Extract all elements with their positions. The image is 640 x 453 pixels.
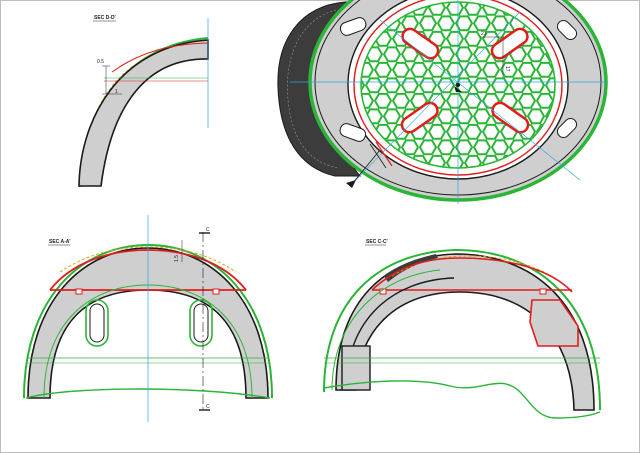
section-c-red-block: [529, 299, 579, 347]
section-a-cut-mark-bottom: C: [206, 404, 210, 410]
vent-slot-top-right: [490, 27, 529, 60]
section-c-tab-right: [539, 288, 547, 295]
section-d-view: SEC D-D' 0.5 1: [78, 15, 209, 188]
section-a-vent-right-inner: [193, 303, 209, 343]
section-arrow-d-line: [351, 149, 381, 185]
vent-slot-top-left: [401, 27, 440, 60]
section-d-red-liner: [111, 42, 209, 73]
section-a-vent-right: [189, 299, 213, 347]
rim-hole-bottom-right: [556, 117, 578, 139]
rim-hole-top-right: [556, 19, 578, 41]
vent-slot-bottom-left: [400, 101, 439, 134]
section-a-view: SEC A-A' C C 1.5: [23, 215, 273, 422]
section-d-label: SEC D-D': [94, 15, 116, 21]
top-view-red-detail: [375, 141, 393, 167]
section-a-tab-right: [212, 288, 220, 295]
top-view-red-detail-2: [369, 143, 387, 169]
rim-hole-top-left: [339, 17, 367, 36]
section-c-label: SEC C-C': [366, 239, 388, 245]
section-a-tab-left: [75, 288, 83, 295]
section-d-dim-value-1: 0.5: [97, 59, 104, 65]
section-c-red-liner: [371, 257, 573, 293]
top-view-dim-value-1: 21: [481, 31, 487, 37]
section-a-vent-left-inner: [89, 303, 105, 343]
section-c-shell-green: [323, 248, 601, 411]
rim-hole-bottom-left: [339, 123, 367, 142]
section-a-dim-value: 1.5: [174, 255, 180, 262]
section-a-cut-mark-top: C: [206, 227, 210, 233]
section-c-inner-green: [331, 269, 441, 391]
top-view-dim-value-2: 17: [504, 66, 510, 72]
section-a-bottom-edge: [25, 388, 271, 399]
top-view-center-mark: [456, 83, 460, 87]
section-a-vent-left: [85, 299, 109, 347]
vent-slot-bottom-right: [491, 101, 530, 134]
top-view-diagonal-1: [379, 19, 581, 181]
section-d-dim-value-2: 1: [115, 89, 118, 95]
top-view-arrow-marker: [454, 86, 462, 92]
section-c-view: SEC C-C': [323, 239, 601, 419]
section-a-label: SEC A-A': [49, 239, 71, 245]
top-view: 21 17: [277, 0, 608, 204]
section-c-bottom-edge: [323, 380, 601, 419]
